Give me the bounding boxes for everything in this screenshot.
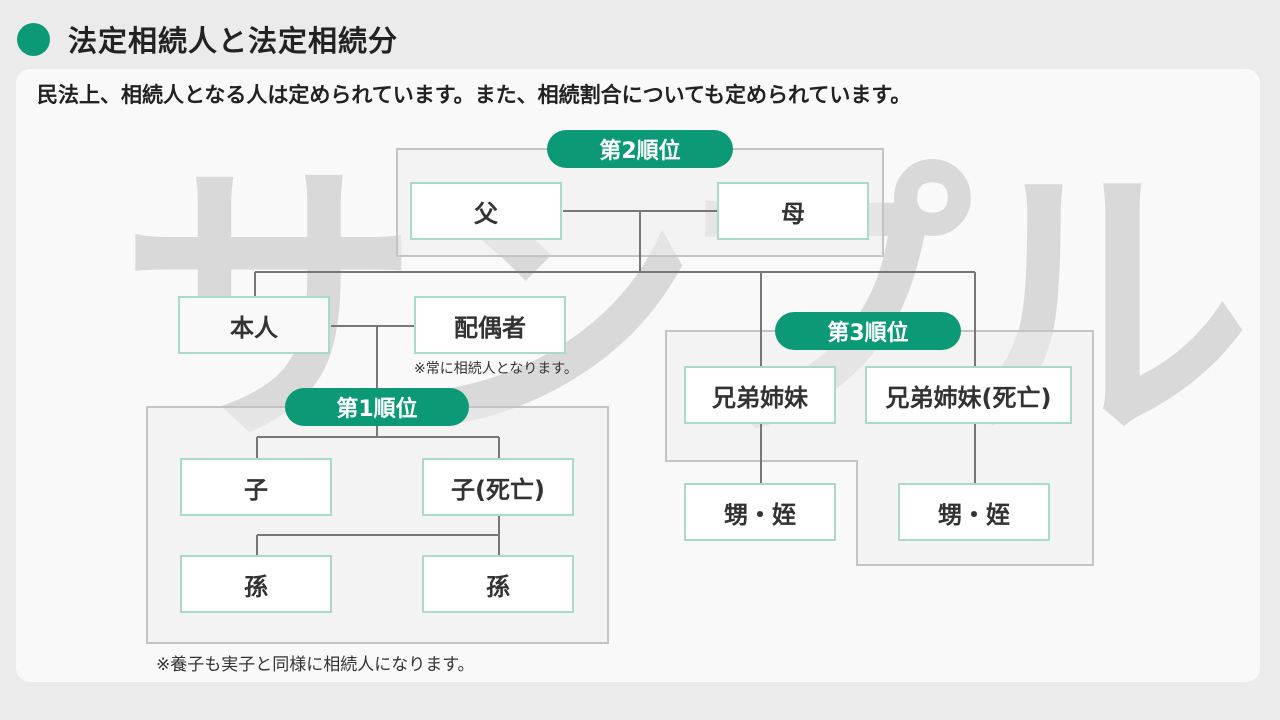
second-rank-badge: 第2順位 [547, 130, 733, 168]
spouse-note: ※常に相続人となります。 [414, 361, 578, 377]
father-box: 父 [410, 182, 562, 240]
self-box: 本人 [178, 296, 330, 354]
nephew-niece-box: 甥・姪 [898, 483, 1050, 541]
sibling-deceased-box: 兄弟姉妹(死亡) [865, 366, 1072, 424]
page-title: 法定相続人と法定相続分 [68, 24, 399, 58]
child-box: 子 [180, 458, 332, 516]
child-deceased-box: 子(死亡) [422, 458, 574, 516]
nephew-niece-box: 甥・姪 [684, 483, 836, 541]
title-bullet-icon [17, 23, 50, 56]
adoption-note: ※養子も実子と同様に相続人になります。 [156, 655, 475, 675]
grandchild-box: 孫 [180, 555, 332, 613]
spouse-box: 配偶者 [414, 296, 566, 354]
grandchild-box: 孫 [422, 555, 574, 613]
sibling-box: 兄弟姉妹 [684, 366, 836, 424]
lead-text: 民法上、相続人となる人は定められています。また、相続割合についても定められていま… [37, 83, 912, 107]
first-rank-badge: 第1順位 [285, 388, 469, 426]
third-rank-badge: 第3順位 [775, 312, 961, 350]
mother-box: 母 [717, 182, 869, 240]
